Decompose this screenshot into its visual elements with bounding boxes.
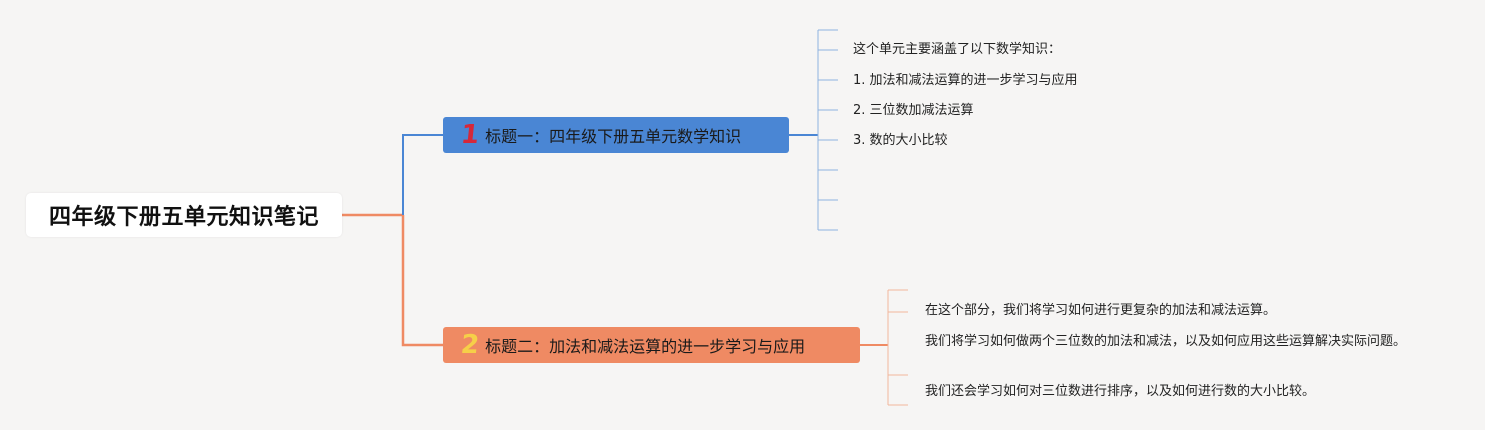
leaf-item[interactable]: 在这个部分，我们将学习如何进行更复杂的加法和减法运算。 xyxy=(925,303,1277,318)
leaf-item[interactable]: 1. 加法和减法运算的进一步学习与应用 xyxy=(853,73,1078,88)
topic-label: 标题二：加法和减法运算的进一步学习与应用 xyxy=(485,337,806,356)
topic-node-2[interactable]: 2 标题二：加法和减法运算的进一步学习与应用 xyxy=(443,327,860,363)
leaf-item[interactable]: 3. 数的大小比较 xyxy=(853,133,948,148)
topic-number-badge: 1 xyxy=(459,120,481,150)
leaf-item[interactable]: 我们将学习如何做两个三位数的加法和减法，以及如何应用这些运算解决实际问题。 xyxy=(925,334,1407,349)
leaf-item[interactable]: 我们还会学习如何对三位数进行排序，以及如何进行数的大小比较。 xyxy=(925,384,1316,399)
leaf-item[interactable]: 这个单元主要涵盖了以下数学知识： xyxy=(853,42,1062,57)
topic2-leaf-bracket xyxy=(860,289,908,406)
topic1-leaf-bracket xyxy=(789,29,838,231)
leaf-item[interactable]: 2. 三位数加减法运算 xyxy=(853,103,974,118)
topic-number-badge: 2 xyxy=(459,330,481,360)
topic-label: 标题一：四年级下册五单元数学知识 xyxy=(485,127,742,146)
root-node[interactable]: 四年级下册五单元知识笔记 xyxy=(26,193,342,237)
root-title: 四年级下册五单元知识笔记 xyxy=(48,205,319,230)
topic2-connector xyxy=(401,215,443,347)
topic1-connector xyxy=(402,134,443,215)
topic-node-1[interactable]: 1 标题一：四年级下册五单元数学知识 xyxy=(443,117,789,153)
